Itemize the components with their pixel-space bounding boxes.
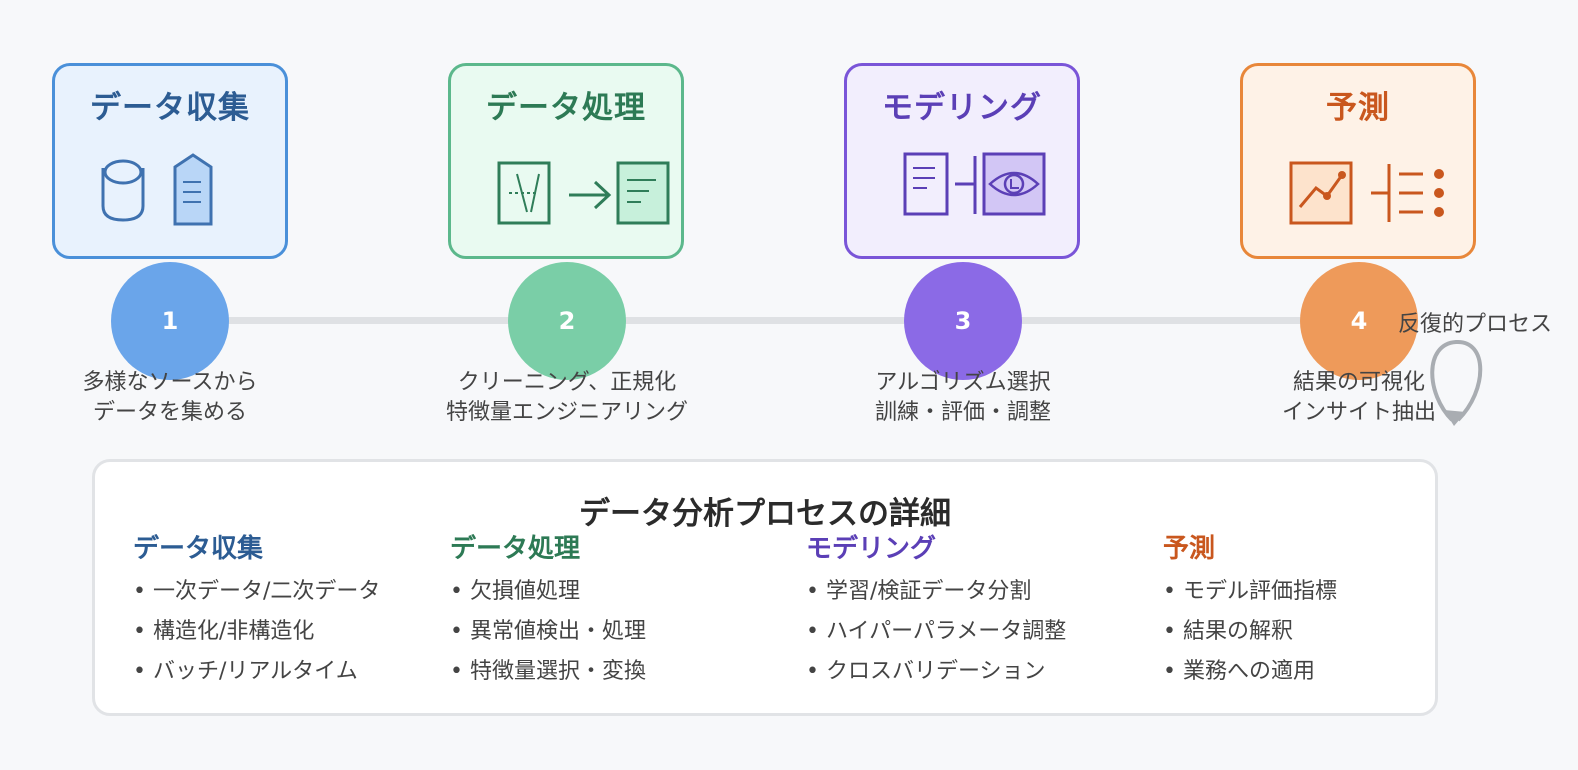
detail-list-item: 結果の解釈 — [1163, 612, 1337, 652]
iterative-process-label: 反復的プロセス — [1398, 312, 1553, 337]
arrow-right-icon — [569, 180, 612, 210]
detail-column-title: モデリング — [806, 534, 937, 564]
detail-panel: データ分析プロセスの詳細 データ収集 一次データ/二次データ 構造化/非構造化 … — [92, 459, 1438, 716]
step-description-line: 特徴量エンジニアリング — [445, 400, 688, 425]
detail-list-item: ハイパーパラメータ調整 — [806, 612, 1066, 652]
database-icon — [101, 159, 145, 222]
step-description-line: クリーニング、正規化 — [457, 370, 677, 395]
detail-list-item: 構造化/非構造化 — [133, 612, 380, 652]
stage-title: データ収集 — [90, 90, 250, 126]
stage-title: 予測 — [1326, 90, 1390, 126]
detail-list-item: 異常値検出・処理 — [450, 612, 646, 652]
detail-list-item: バッチ/リアルタイム — [133, 652, 380, 692]
detail-column-title: データ収集 — [133, 534, 264, 564]
step-description-2: クリーニング、正規化 特徴量エンジニアリング — [427, 368, 707, 428]
step-description-line: インサイト抽出 — [1281, 400, 1436, 425]
detail-list: 学習/検証データ分割 ハイパーパラメータ調整 クロスバリデーション — [806, 572, 1066, 692]
stage-title: データ処理 — [486, 90, 646, 126]
stage-card-prediction: 予測 — [1240, 63, 1476, 259]
detail-list-item: クロスバリデーション — [806, 652, 1066, 692]
detail-column-collection: データ収集 一次データ/二次データ 構造化/非構造化 バッチ/リアルタイム — [133, 532, 380, 692]
detail-list-item: 一次データ/二次データ — [133, 572, 380, 612]
stage-icons — [101, 153, 213, 226]
step-description-4: 結果の可視化 インサイト抽出 — [1219, 368, 1499, 428]
line-chart-icon — [1289, 161, 1353, 225]
step-description-line: データを集める — [92, 400, 247, 425]
dataset-icon — [903, 152, 977, 216]
output-list-icon — [1371, 164, 1444, 222]
step-description-line: 多様なソースから — [82, 370, 258, 395]
detail-list: モデル評価指標 結果の解釈 業務への適用 — [1163, 572, 1337, 692]
step-circle-3: 3 — [904, 262, 1022, 380]
step-description-line: アルゴリズム選択 — [875, 370, 1051, 395]
stage-icons — [497, 161, 670, 225]
stage-card-modeling: モデリング — [844, 63, 1080, 259]
stage-icons — [1289, 161, 1444, 225]
clean-data-icon — [616, 161, 670, 225]
stage-card-collection: データ収集 — [52, 63, 288, 259]
detail-column-modeling: モデリング 学習/検証データ分割 ハイパーパラメータ調整 クロスバリデーション — [806, 532, 1066, 692]
detail-list-item: 学習/検証データ分割 — [806, 572, 1066, 612]
loop-arrow-icon — [1430, 339, 1483, 426]
model-icon — [982, 152, 1046, 216]
document-icon — [173, 153, 213, 226]
step-description-1: 多様なソースから データを集める — [30, 368, 310, 428]
raw-data-icon — [497, 161, 551, 225]
step-circle-4: 4 — [1300, 262, 1418, 380]
detail-column-title: データ処理 — [450, 534, 581, 564]
detail-column-prediction: 予測 モデル評価指標 結果の解釈 業務への適用 — [1163, 532, 1337, 692]
stage-icons — [903, 152, 1046, 216]
step-circle-2: 2 — [508, 262, 626, 380]
stage-title: モデリング — [882, 90, 1042, 126]
step-description-3: アルゴリズム選択 訓練・評価・調整 — [823, 368, 1103, 428]
detail-list-item: 欠損値処理 — [450, 572, 646, 612]
step-description-line: 結果の可視化 — [1292, 370, 1425, 395]
stage-card-processing: データ処理 — [448, 63, 684, 259]
detail-list-item: 業務への適用 — [1163, 652, 1337, 692]
detail-title: データ分析プロセスの詳細 — [579, 496, 951, 532]
detail-list: 一次データ/二次データ 構造化/非構造化 バッチ/リアルタイム — [133, 572, 380, 692]
timeline-line — [170, 317, 1362, 324]
detail-column-processing: データ処理 欠損値処理 異常値検出・処理 特徴量選択・変換 — [450, 532, 646, 692]
detail-list: 欠損値処理 異常値検出・処理 特徴量選択・変換 — [450, 572, 646, 692]
step-circle-1: 1 — [111, 262, 229, 380]
step-description-line: 訓練・評価・調整 — [874, 400, 1051, 425]
detail-list-item: モデル評価指標 — [1163, 572, 1337, 612]
detail-list-item: 特徴量選択・変換 — [450, 652, 646, 692]
detail-column-title: 予測 — [1163, 534, 1216, 564]
